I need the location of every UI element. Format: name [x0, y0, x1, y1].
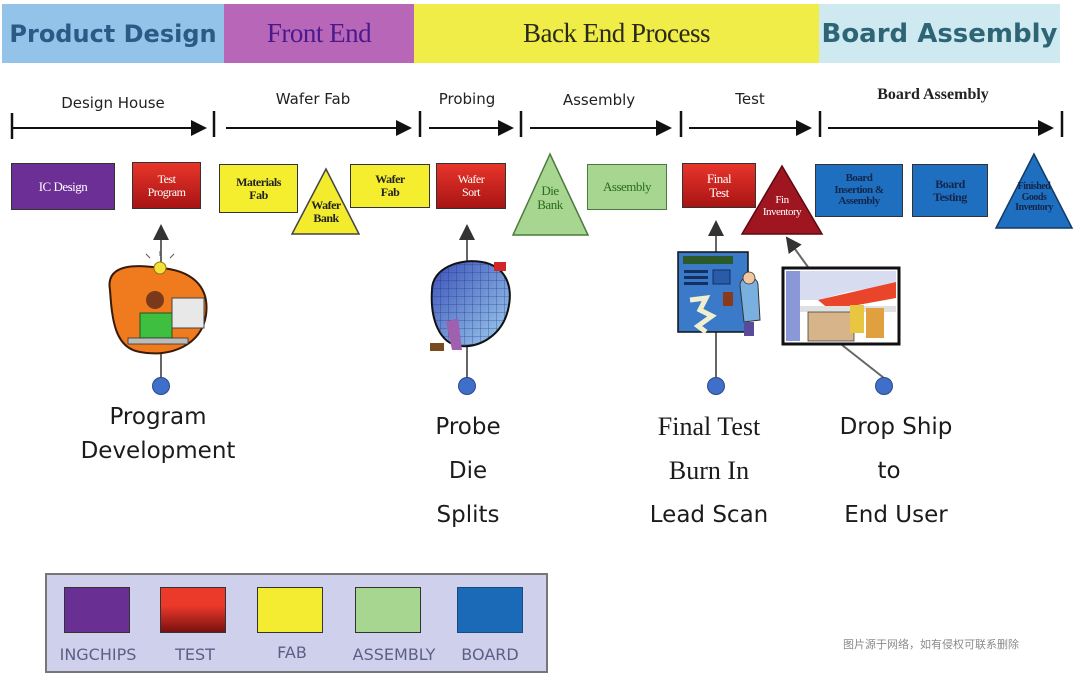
box-line: Testing	[933, 189, 967, 204]
box-line: Fin	[775, 194, 789, 206]
stage-label-probing: Probing	[438, 90, 496, 108]
callout-dot-program	[152, 377, 170, 395]
wafer-bank-label: Wafer Bank	[300, 199, 352, 224]
callout-final-test: Final Test Burn In Lead Scan	[650, 405, 768, 537]
callout-line: Die	[448, 458, 488, 484]
box-line: Test	[157, 171, 176, 186]
tester-illustration	[677, 251, 761, 336]
die-bank-triangle	[511, 152, 590, 236]
test-program-box: Test Program	[132, 162, 201, 209]
legend-swatch-ingchips	[64, 587, 130, 633]
phase-product-design: Product Design	[2, 4, 224, 63]
ic-design-label: IC Design	[38, 178, 88, 194]
assembly-label: Assembly	[603, 179, 652, 195]
box-line: Wafer	[375, 172, 405, 187]
callout-drop-ship: Drop Ship to End User	[840, 405, 953, 537]
box-line: Fab	[249, 187, 268, 202]
box-line: Inventory	[762, 205, 802, 218]
assembly-box: Assembly	[587, 164, 667, 210]
callout-line: Burn In	[668, 456, 750, 485]
callout-line: Program	[109, 404, 207, 430]
callout-line: Final Test	[657, 412, 761, 441]
ic-design-box: IC Design	[11, 163, 115, 210]
box-line: Sort	[461, 185, 481, 199]
legend-label-fab: FAB	[277, 643, 307, 662]
phase-board-assembly: Board Assembly	[819, 4, 1060, 63]
box-line: Bank	[537, 196, 563, 212]
box-line: Insertion &	[834, 183, 884, 196]
fin-inventory-label: Fin Inventory	[752, 194, 812, 218]
stage-label-assembly: Assembly	[562, 91, 636, 109]
wafer-sort-box: Wafer Sort	[436, 163, 506, 209]
box-line: Final	[706, 170, 732, 186]
legend-swatch-test	[160, 587, 226, 633]
box-line: Board	[935, 176, 965, 191]
box-line: Wafer	[311, 198, 341, 212]
box-line: Fab	[380, 185, 400, 199]
legend-label-board: BOARD	[461, 645, 519, 664]
legend-swatch-assembly	[355, 587, 421, 633]
callout-line: Drop Ship	[839, 414, 953, 440]
phase-label: Back End Process	[523, 18, 710, 48]
callout-dot-drop-ship	[875, 377, 893, 395]
legend-label-assembly: ASSEMBLY	[352, 645, 436, 664]
callout-line: End User	[844, 502, 948, 528]
box-line: Materials	[236, 174, 281, 189]
die-bank-label: Die Bank	[526, 184, 574, 211]
finished-goods-label: Finished Goods Inventory	[1006, 181, 1062, 214]
callout-line: Probe	[435, 414, 501, 440]
phase-back-end: Back End Process	[414, 4, 819, 63]
callout-line: to	[877, 458, 901, 484]
box-line: Die	[541, 183, 559, 198]
phase-label: Front End	[266, 18, 372, 48]
finished-goods-triangle	[994, 152, 1074, 229]
stage-label-board-assembly: Board Assembly	[877, 86, 989, 103]
callout-line: Splits	[436, 502, 500, 528]
fin-inventory-triangle	[740, 164, 824, 235]
wafer-bank-triangle	[290, 167, 361, 235]
callout-line: Development	[80, 438, 236, 464]
board-testing-box: Board Testing	[912, 164, 988, 217]
box-line: Test	[709, 184, 729, 200]
box-line: Assembly	[838, 195, 880, 208]
phase-label: Product Design	[9, 19, 217, 48]
shipping-illustration	[781, 266, 901, 346]
box-line: Program	[147, 184, 186, 199]
materials-fab-box: Materials Fab	[219, 164, 298, 213]
box-line: Board	[845, 172, 873, 185]
phase-label: Board Assembly	[821, 18, 1058, 49]
watermark-text: 图片源于网络，如有侵权可联系删除	[843, 638, 1019, 651]
callout-dot-probe	[458, 377, 476, 395]
board-insertion-box: Board Insertion & Assembly	[815, 164, 903, 217]
connector-drop-ship-lower	[841, 344, 885, 379]
box-line: Inventory	[1015, 202, 1053, 213]
callout-program-development: Program Development	[81, 400, 236, 468]
callout-line: Lead Scan	[649, 502, 769, 528]
timeline-ticks	[10, 111, 1064, 139]
box-line: Wafer	[457, 172, 485, 187]
wafer-fab-box: Wafer Fab	[350, 164, 430, 208]
legend-label-test: TEST	[175, 645, 215, 664]
box-line: Goods	[1021, 191, 1047, 203]
callout-dot-final-test	[707, 377, 725, 395]
legend: INGCHIPS TEST FAB ASSEMBLY BOARD	[45, 573, 548, 673]
stage-label-design-house: Design House	[61, 94, 165, 112]
programmer-illustration	[108, 251, 208, 355]
box-line: Bank	[313, 210, 339, 225]
final-test-box: Final Test	[682, 163, 756, 208]
probe-globe-illustration	[430, 260, 511, 351]
stage-label-wafer-fab: Wafer Fab	[275, 90, 351, 108]
legend-swatch-fab	[257, 587, 323, 633]
legend-swatch-board	[457, 587, 523, 633]
stage-label-test: Test	[735, 90, 765, 108]
callout-probe-die-splits: Probe Die Splits	[435, 405, 500, 537]
connector-drop-ship-upper	[785, 236, 809, 268]
box-line: Finished	[1017, 181, 1051, 192]
legend-label-ingchips: INGCHIPS	[59, 645, 137, 664]
phase-front-end: Front End	[224, 4, 414, 63]
